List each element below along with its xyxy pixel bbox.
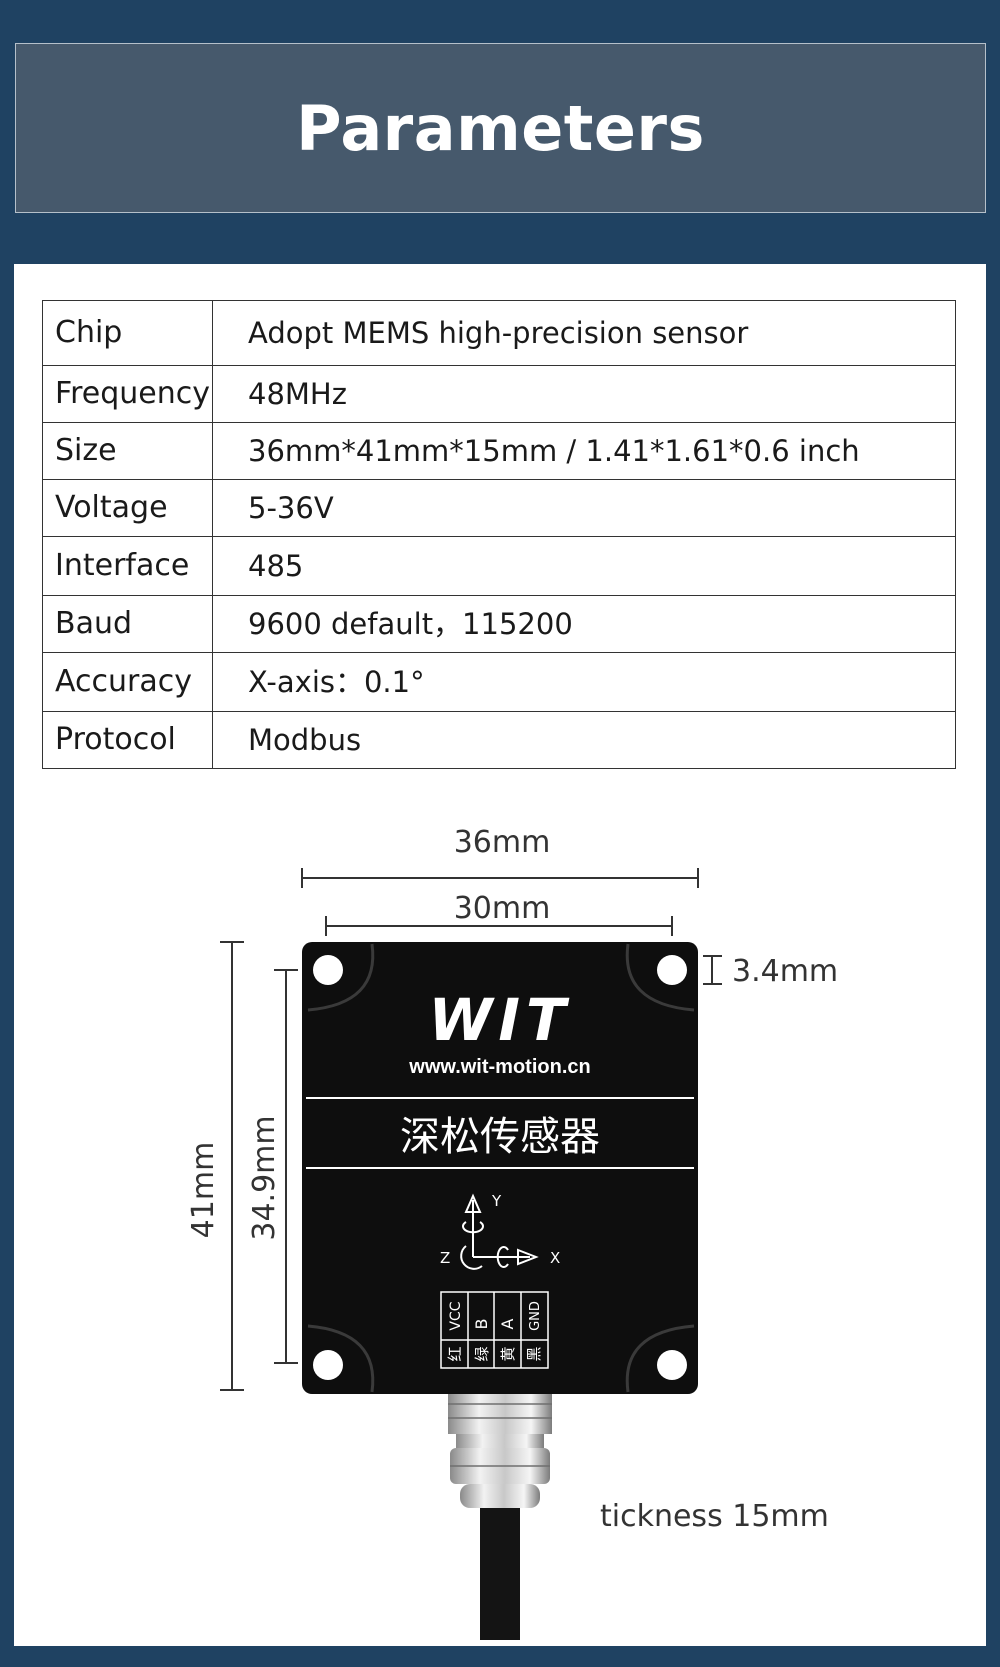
spec-row: Accuracy X-axis：0.1°: [42, 652, 956, 712]
wire-color-label: 黄: [499, 1346, 517, 1361]
sensor-device: WIT www.wit-motion.cn 深松传感器 Y X Z VCC B …: [302, 942, 698, 1394]
mount-hole: [313, 1350, 343, 1380]
axis-icon: [460, 1193, 539, 1270]
mount-hole: [657, 1350, 687, 1380]
spec-value: X-axis：0.1°: [212, 652, 956, 712]
spec-row: Size 36mm*41mm*15mm / 1.41*1.61*0.6 inch: [42, 422, 956, 480]
spec-row: Chip Adopt MEMS high-precision sensor: [42, 300, 956, 366]
pin-label: VCC: [448, 1301, 464, 1330]
spec-value: 36mm*41mm*15mm / 1.41*1.61*0.6 inch: [212, 422, 956, 480]
pin-table: [440, 1291, 549, 1369]
spec-value: 5-36V: [212, 479, 956, 537]
spec-row: Frequency 48MHz: [42, 365, 956, 423]
mount-hole: [313, 955, 343, 985]
cable: [480, 1500, 520, 1640]
width-outer-dimension: [301, 868, 699, 888]
cable-gland: [448, 1390, 552, 1508]
spec-row: Interface 485: [42, 536, 956, 596]
spec-row: Protocol Modbus: [42, 711, 956, 769]
spec-label: Accuracy: [42, 652, 213, 712]
spec-label: Interface: [42, 536, 213, 596]
height-holes-dimension: [274, 969, 298, 1364]
product-name-cn: 深松传感器: [400, 1114, 600, 1160]
axis-y-label: Y: [491, 1192, 502, 1210]
hole-offset-dimension: [703, 955, 722, 985]
spec-label: Size: [42, 422, 213, 480]
hole-offset-label: 3.4mm: [732, 954, 838, 989]
brand-logo: WIT: [428, 986, 571, 1054]
height-outer-label: 41mm: [186, 1142, 221, 1239]
spec-value: Adopt MEMS high-precision sensor: [212, 300, 956, 366]
height-holes-label: 34.9mm: [247, 1115, 282, 1240]
spec-value: 48MHz: [212, 365, 956, 423]
spec-table: Chip Adopt MEMS high-precision sensor Fr…: [42, 300, 956, 769]
spec-value: 485: [212, 536, 956, 596]
height-outer-dimension: [220, 941, 244, 1391]
spec-label: Protocol: [42, 711, 213, 769]
thickness-label: tickness 15mm: [600, 1499, 829, 1534]
width-holes-dimension: [325, 916, 673, 936]
axis-x-label: X: [550, 1249, 560, 1267]
spec-label: Frequency: [42, 365, 213, 423]
page-title: Parameters: [296, 91, 705, 165]
pin-label: B: [472, 1319, 491, 1330]
mount-hole: [657, 955, 687, 985]
pin-label: GND: [528, 1301, 543, 1331]
spec-label: Voltage: [42, 479, 213, 537]
axis-z-label: Z: [440, 1249, 450, 1267]
width-holes-label: 30mm: [454, 891, 551, 926]
brand-url: www.wit-motion.cn: [408, 1056, 590, 1078]
wire-color-label: 绿: [473, 1346, 491, 1361]
spec-row: Voltage 5-36V: [42, 479, 956, 537]
wire-color-label: 红: [446, 1346, 464, 1361]
wire-color-label: 黑: [525, 1346, 543, 1361]
spec-value: Modbus: [212, 711, 956, 769]
width-outer-label: 36mm: [454, 825, 551, 860]
pin-label: A: [498, 1318, 517, 1329]
header-banner: Parameters: [15, 43, 986, 213]
